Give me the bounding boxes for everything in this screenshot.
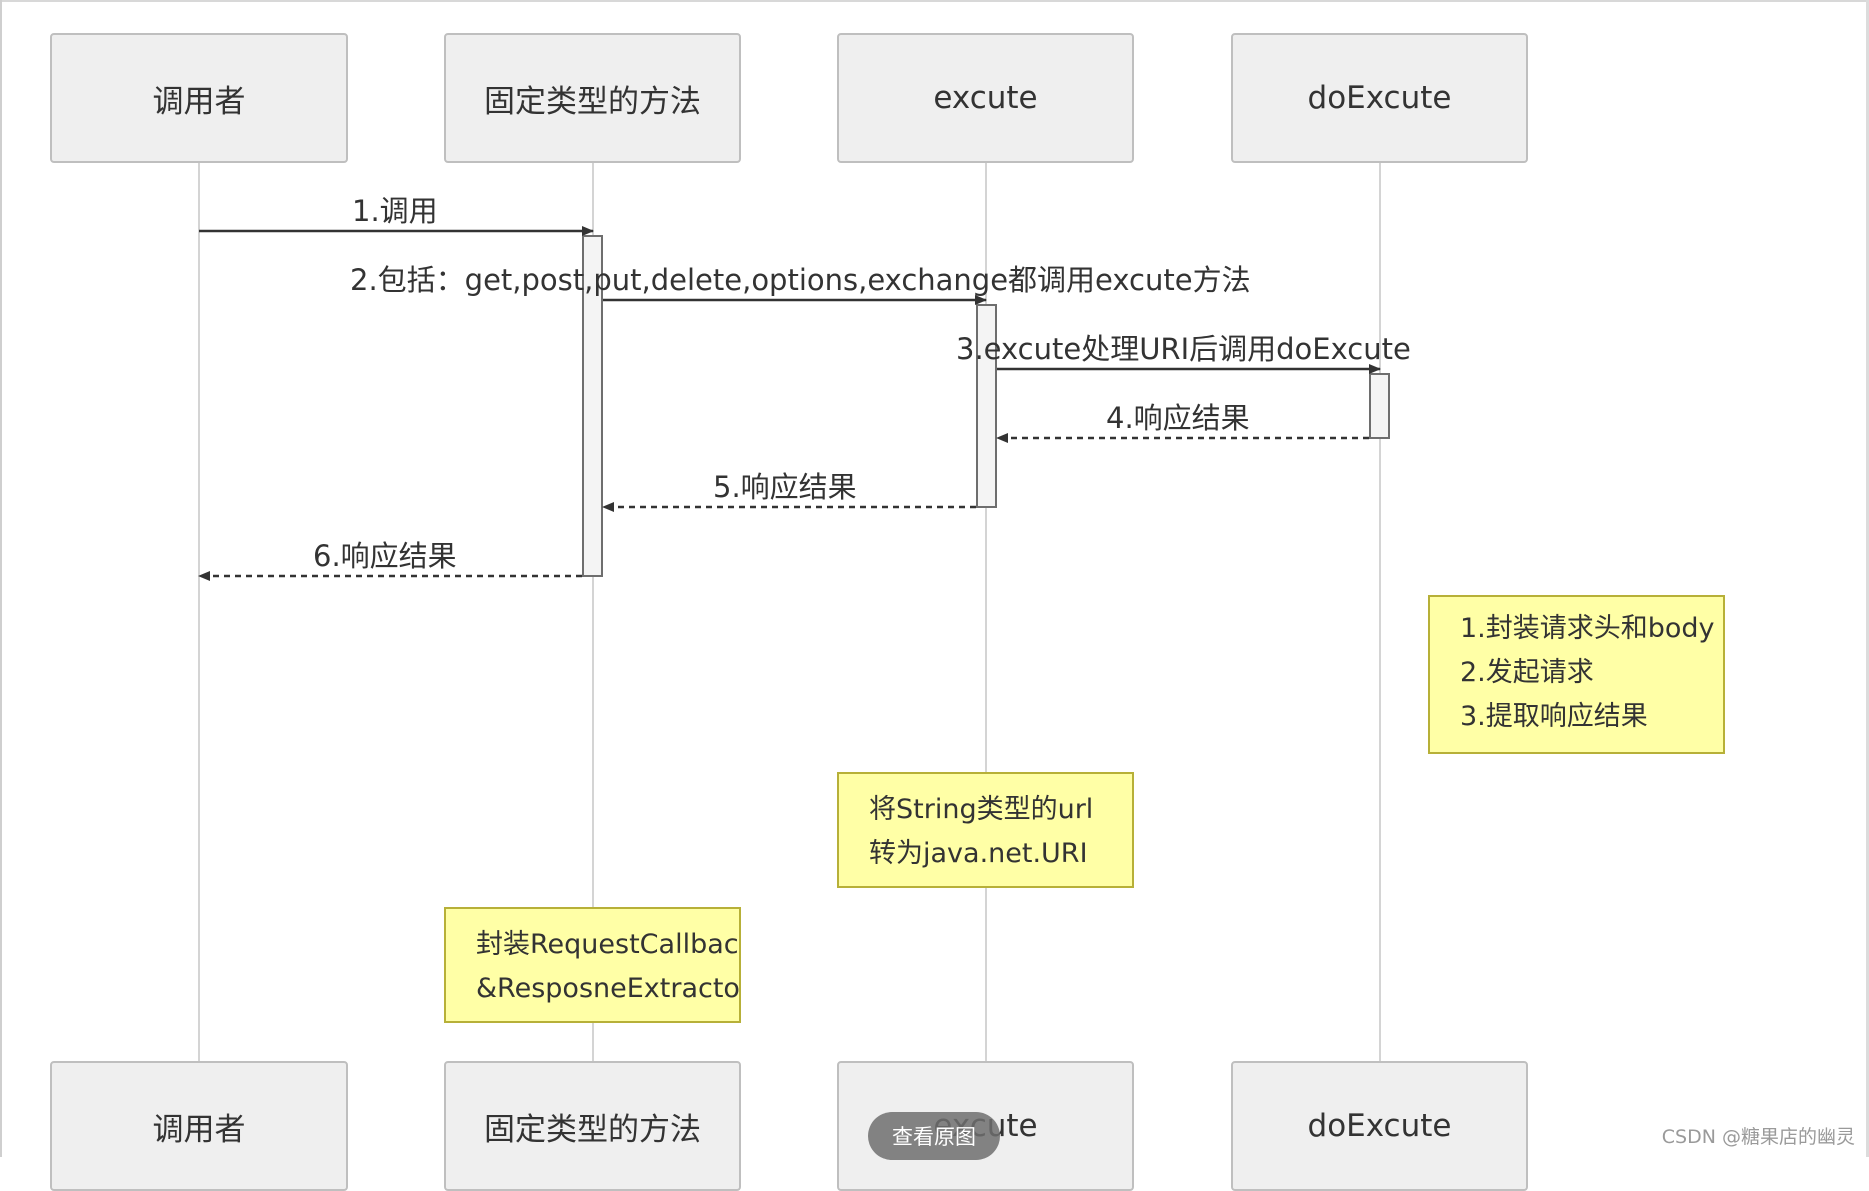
lifeline-doexcute: [1379, 162, 1381, 1062]
note-doexcute: 1.封装请求头和body 2.发起请求 3.提取响应结果: [1428, 595, 1725, 754]
participant-caller-top: 调用者: [50, 33, 348, 163]
frame-top-border: [0, 0, 1869, 2]
activation-doexcute: [1369, 373, 1390, 439]
message-4-label: 4.响应结果: [1106, 401, 1250, 435]
message-3-label: 3.excute处理URI后调用doExcute: [956, 332, 1411, 366]
activation-excute: [976, 304, 997, 508]
note-doexcute-line-2: 2.发起请求: [1460, 657, 1594, 688]
frame-right-border: [1866, 0, 1869, 1157]
lifeline-excute: [985, 162, 987, 1062]
participant-fixed-method-top: 固定类型的方法: [444, 33, 741, 163]
lifeline-fixed-method: [592, 162, 594, 1062]
message-6-label: 6.响应结果: [313, 539, 457, 573]
message-5-label: 5.响应结果: [713, 470, 857, 504]
frame-left-border: [0, 0, 2, 1157]
participant-excute-top: excute: [837, 33, 1134, 163]
note-excute-line-2: 转为java.net.URI: [869, 838, 1088, 869]
message-2-label: 2.包括：get,post,put,delete,options,exchang…: [350, 263, 1251, 297]
note-fixed-method: 封装RequestCallback &ResposneExtractor: [444, 907, 741, 1023]
note-doexcute-line-1: 1.封装请求头和body: [1460, 613, 1715, 644]
activation-fixed-method: [582, 235, 603, 577]
message-1-label: 1.调用: [352, 194, 438, 228]
message-arrows: [198, 226, 1381, 581]
watermark: CSDN @糖果店的幽灵: [1661, 1126, 1855, 1148]
note-fixed-method-line-1: 封装RequestCallback: [476, 929, 741, 960]
participant-doexcute-top: doExcute: [1231, 33, 1528, 163]
lifeline-caller: [198, 162, 200, 1062]
view-original-button[interactable]: 查看原图: [868, 1112, 1000, 1160]
note-doexcute-line-3: 3.提取响应结果: [1460, 701, 1648, 732]
note-fixed-method-line-2: &ResposneExtractor: [476, 973, 741, 1004]
note-excute: 将String类型的url 转为java.net.URI: [837, 772, 1134, 888]
note-excute-line-1: 将String类型的url: [869, 794, 1094, 825]
